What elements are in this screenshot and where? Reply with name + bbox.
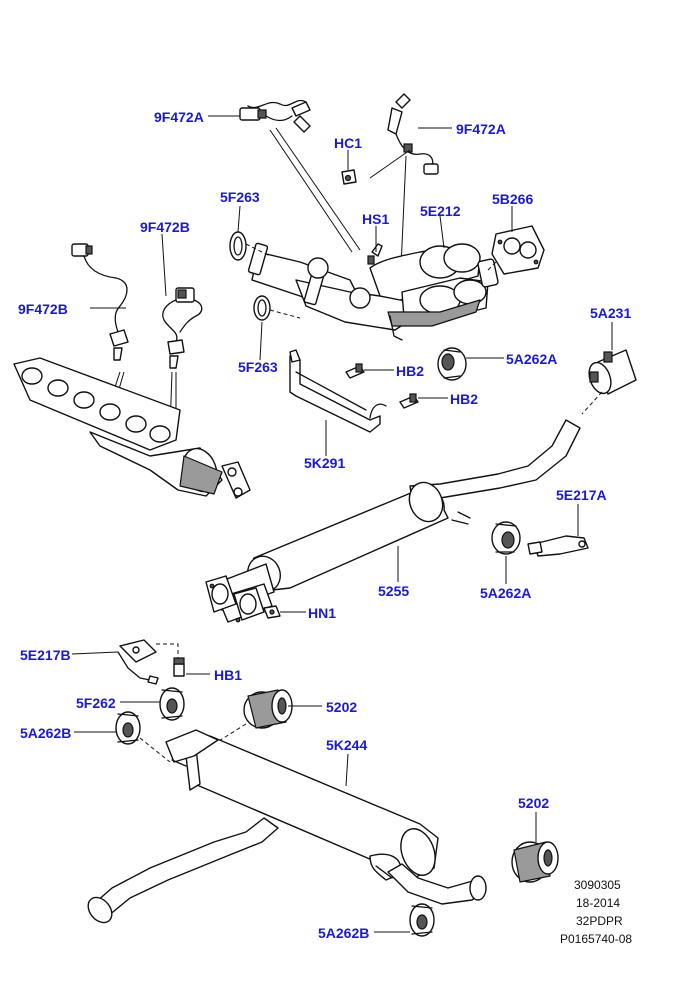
exhaust-manifold[interactable] <box>13 357 251 499</box>
callout-5B266[interactable]: 5B266 <box>492 191 533 207</box>
gasket-5F263-top[interactable] <box>229 231 271 261</box>
callout-5A262A-top[interactable]: 5A262A <box>506 351 557 367</box>
callout-5E217A[interactable]: 5E217A <box>556 487 607 503</box>
callout-9F472B-left[interactable]: 9F472B <box>18 301 68 317</box>
reference-line-1: 3090305 <box>574 878 621 892</box>
bracket-5E217A[interactable] <box>527 535 589 557</box>
callout-5K291[interactable]: 5K291 <box>304 455 345 471</box>
intermediate-pipe-5255[interactable] <box>205 419 581 623</box>
callout-HB2-upper[interactable]: HB2 <box>396 363 424 379</box>
callout-HC1[interactable]: HC1 <box>334 135 362 151</box>
callout-5202-bottom[interactable]: 5202 <box>518 795 549 811</box>
oxygen-sensor-right-9F472B[interactable] <box>162 287 203 369</box>
callout-5255[interactable]: 5255 <box>378 583 409 599</box>
callout-5A262B-left[interactable]: 5A262B <box>20 725 71 741</box>
insulator-5A262A-middle[interactable] <box>491 521 521 555</box>
tailpipe[interactable] <box>83 817 279 927</box>
catalytic-converter-5E212[interactable] <box>247 242 499 341</box>
bolt-HB1[interactable] <box>173 657 185 677</box>
callout-5202-top[interactable]: 5202 <box>326 699 357 715</box>
oxygen-sensor-right-9F472A[interactable] <box>387 93 439 175</box>
callout-5K244[interactable]: 5K244 <box>326 737 367 753</box>
callout-5A262A-middle[interactable]: 5A262A <box>480 585 531 601</box>
gasket-5F263-bottom[interactable] <box>253 295 301 321</box>
outlet-pipe[interactable] <box>387 863 487 905</box>
callout-9F472B-top[interactable]: 9F472B <box>140 219 190 235</box>
callout-HN1[interactable]: HN1 <box>308 605 336 621</box>
bolt-HB2-lower[interactable] <box>399 393 419 409</box>
bolt-HB2-upper[interactable] <box>345 363 365 379</box>
heat-shield-HS1[interactable] <box>367 243 383 265</box>
mounting-5202-top[interactable] <box>243 689 293 729</box>
callout-5E217B[interactable]: 5E217B <box>20 647 71 663</box>
callout-5F263-bottom[interactable]: 5F263 <box>238 359 278 375</box>
oxygen-sensor-left-9F472A[interactable] <box>239 99 311 133</box>
callout-5A231[interactable]: 5A231 <box>590 305 631 321</box>
callout-HB2-lower[interactable]: HB2 <box>450 391 478 407</box>
leader-lines <box>71 115 613 933</box>
bracket-5K291[interactable] <box>289 349 387 433</box>
reference-line-3: 32PDPR <box>576 914 623 928</box>
rear-muffler-5K244[interactable] <box>165 729 441 881</box>
gasket-5B266[interactable] <box>491 225 545 275</box>
oxygen-sensor-left-9F472B[interactable] <box>71 243 129 361</box>
mounting-5202-bottom[interactable] <box>511 841 559 883</box>
insulator-5A262A-top[interactable] <box>437 347 467 381</box>
clamp-5A231[interactable] <box>585 349 637 396</box>
bracket-5E217B[interactable] <box>117 639 159 685</box>
reference-block: 3090305 18-2014 32PDPR P0165740-08 <box>560 878 632 946</box>
callout-HS1[interactable]: HS1 <box>362 211 389 227</box>
callout-HB1[interactable]: HB1 <box>214 667 242 683</box>
insulator-5A262B-left[interactable] <box>115 711 141 745</box>
callout-5F263-top[interactable]: 5F263 <box>220 189 260 205</box>
callout-5A262B-bottom[interactable]: 5A262B <box>318 925 369 941</box>
nut-HN1[interactable] <box>263 605 281 619</box>
callout-5F262[interactable]: 5F262 <box>76 695 116 711</box>
callout-9F472A-left[interactable]: 9F472A <box>154 109 204 125</box>
reference-line-2: 18-2014 <box>576 896 620 910</box>
callout-5E212[interactable]: 5E212 <box>420 203 461 219</box>
insulator-5A262B-bottom[interactable] <box>409 903 435 937</box>
insulator-5F262[interactable] <box>159 687 185 721</box>
hose-clip-HC1[interactable] <box>341 169 357 185</box>
callout-9F472A-right[interactable]: 9F472A <box>456 121 506 137</box>
reference-line-4: P0165740-08 <box>560 932 632 946</box>
callouts: 9F472A 9F472A HC1 5F263 HS1 5E212 5B266 … <box>18 109 631 941</box>
